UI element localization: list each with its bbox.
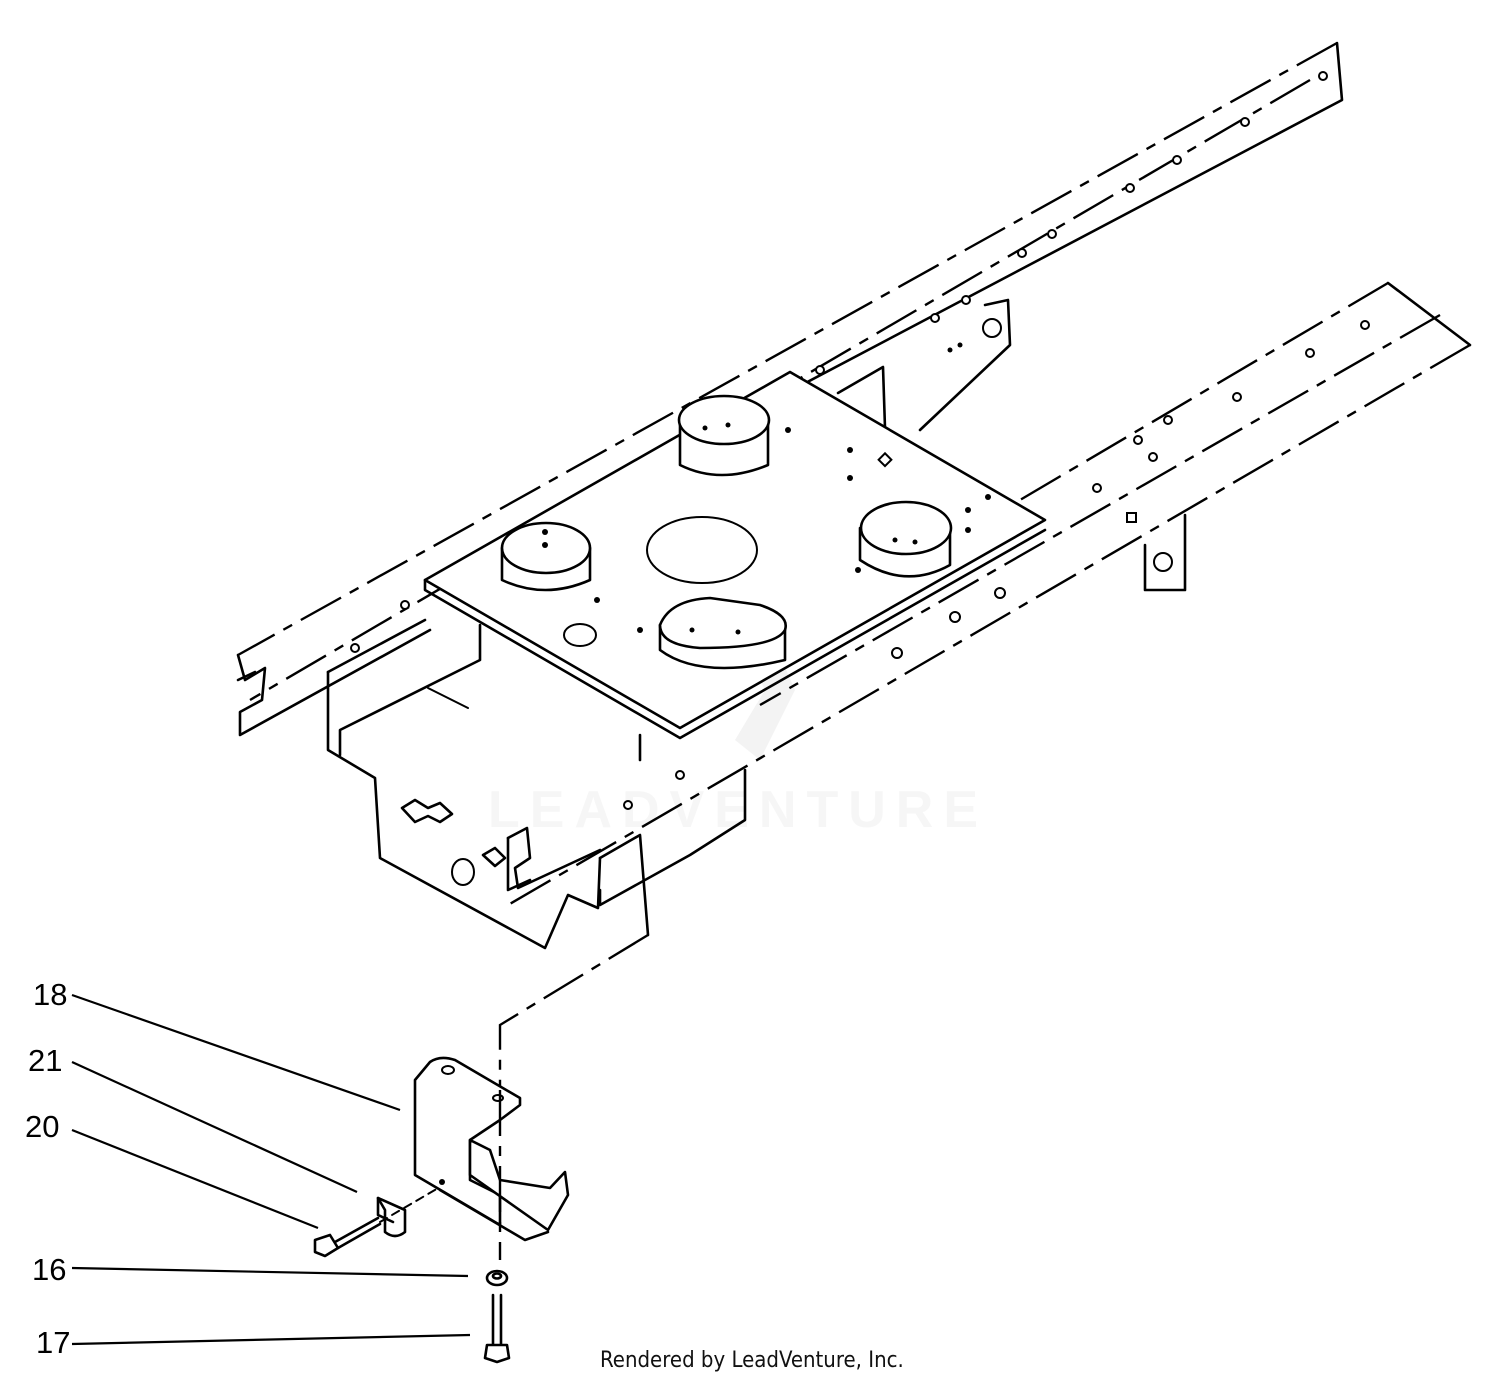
leader-20 — [71, 1128, 319, 1230]
isolator-left — [500, 521, 592, 592]
callout-17: 17 — [36, 1325, 70, 1360]
leader-21 — [71, 1060, 358, 1194]
mounting-plate — [423, 370, 1047, 740]
washer-16 — [485, 1269, 509, 1287]
isolator-right — [858, 500, 953, 578]
render-credit: Rendered by LeadVenture, Inc. — [600, 1348, 904, 1373]
hex-bolt-20 — [313, 1186, 441, 1258]
lower-bracket — [413, 1056, 570, 1260]
callout-16: 16 — [32, 1252, 66, 1287]
callout-labels: 18 21 20 16 17 — [25, 977, 70, 1360]
callout-21: 21 — [28, 1043, 62, 1078]
box-bracket — [326, 618, 650, 1090]
lower-rail-tab — [1143, 513, 1187, 592]
isolator-top — [677, 394, 771, 477]
callout-20: 20 — [25, 1109, 59, 1144]
upper-rail-tab — [836, 298, 1012, 432]
callout-18: 18 — [33, 977, 67, 1012]
isolator-bottom — [658, 596, 787, 670]
leader-16 — [71, 1266, 469, 1278]
right-frame-rail — [506, 281, 1472, 907]
watermark-text: LEADVENTURE — [488, 781, 988, 839]
cable-clip — [376, 1196, 407, 1238]
hex-bolt-17 — [483, 1293, 511, 1364]
callout-leaders — [71, 993, 471, 1346]
leader-17 — [71, 1333, 471, 1346]
leader-18 — [71, 993, 401, 1112]
watermark-logo: LEADVENTURE — [488, 575, 988, 839]
